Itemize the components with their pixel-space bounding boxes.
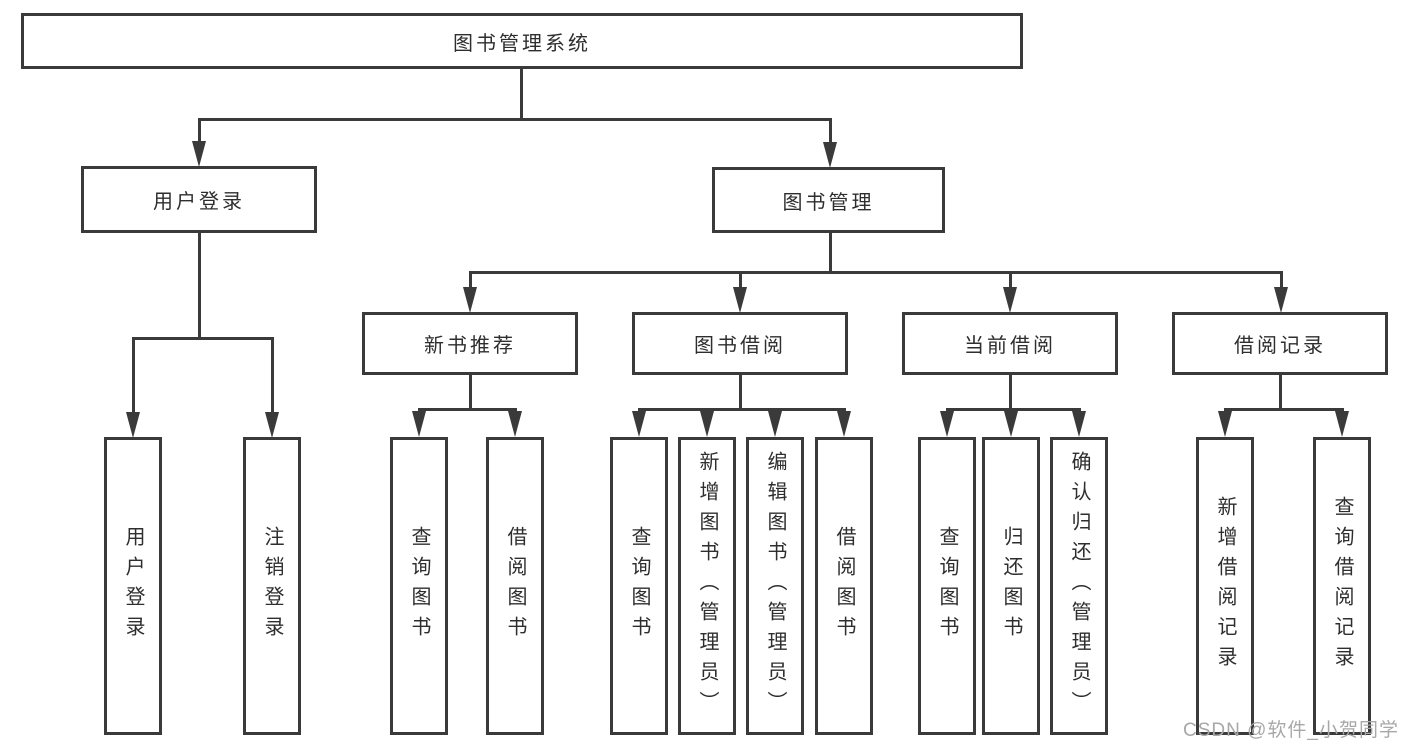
- node-book-management: 图书管理: [712, 167, 945, 233]
- arrow-down-add-book-admin-icon: [700, 411, 714, 437]
- connector-user-login-bar: [132, 337, 274, 340]
- leaf-query-borrow-record-label: 查询借阅记录: [1331, 496, 1353, 676]
- arrow-down-book-borrowing-icon: [733, 287, 747, 313]
- connector-borrowing-records-bar: [1224, 408, 1344, 411]
- node-new-book-recommend: 新书推荐: [362, 312, 578, 375]
- arrow-down-borrowing-records-icon: [1274, 287, 1288, 313]
- leaf-query-borrow-record: 查询借阅记录: [1313, 437, 1371, 735]
- node-borrowing-records-label: 借阅记录: [1234, 335, 1326, 357]
- leaf-add-borrow-record-label: 新增借阅记录: [1214, 496, 1236, 676]
- connector-user-login-stem: [198, 233, 201, 340]
- node-root: 图书管理系统: [21, 13, 1023, 69]
- connector-root-bar: [198, 118, 832, 121]
- leaf-query-books-borrowing: 查询图书: [610, 437, 668, 735]
- arrow-down-leaf-logout-icon: [265, 412, 279, 438]
- leaf-add-book-admin-label: 新增图书（管理员）: [696, 451, 718, 721]
- leaf-query-books-borrowing-label: 查询图书: [628, 526, 650, 646]
- arrow-down-book-management-icon: [823, 142, 837, 168]
- node-user-login: 用户登录: [81, 166, 317, 233]
- arrow-down-current-borrowing-icon: [1003, 287, 1017, 313]
- leaf-return-book-label: 归还图书: [1000, 526, 1022, 646]
- connector-current-borrowing-stem: [1009, 375, 1012, 411]
- connector-book-management-stem: [829, 233, 832, 274]
- connector-book-borrowing-stem: [739, 375, 742, 411]
- arrow-down-borrow-books-borrowing-icon: [837, 411, 851, 437]
- leaf-logout-label: 注销登录: [261, 526, 283, 646]
- node-current-borrowing: 当前借阅: [902, 312, 1118, 375]
- leaf-add-borrow-record: 新增借阅记录: [1196, 437, 1254, 735]
- arrow-down-edit-book-admin-icon: [768, 411, 782, 437]
- arrow-down-new-book-recommend-icon: [463, 287, 477, 313]
- leaf-borrow-books-recommend: 借阅图书: [486, 437, 544, 735]
- arrow-down-query-books-borrowing-icon: [632, 411, 646, 437]
- arrow-down-add-borrow-record-icon: [1218, 411, 1232, 437]
- connector-new-book-recommend-bar: [418, 408, 517, 411]
- connector-new-book-recommend-stem: [469, 375, 472, 411]
- connector-leaf-user-login-drop: [132, 337, 135, 415]
- connector-book-management-bar: [469, 271, 1283, 274]
- arrow-down-query-books-current-icon: [940, 411, 954, 437]
- connector-current-borrowing-bar: [946, 408, 1081, 411]
- arrow-down-query-borrow-record-icon: [1335, 411, 1349, 437]
- leaf-query-books-current-label: 查询图书: [936, 526, 958, 646]
- connector-user-login-drop: [198, 118, 201, 144]
- connector-leaf-logout-drop: [271, 337, 274, 415]
- leaf-user-login: 用户登录: [104, 437, 162, 735]
- leaf-query-books-recommend: 查询图书: [390, 437, 448, 735]
- leaf-borrow-books-recommend-label: 借阅图书: [504, 526, 526, 646]
- connector-borrowing-records-drop: [1280, 271, 1283, 289]
- arrow-down-leaf-user-login-icon: [126, 412, 140, 438]
- node-root-label: 图书管理系统: [453, 32, 591, 55]
- leaf-query-books-recommend-label: 查询图书: [408, 526, 430, 646]
- leaf-edit-book-admin: 编辑图书（管理员）: [746, 437, 804, 735]
- connector-book-management-drop: [829, 118, 832, 144]
- leaf-borrow-books-borrowing: 借阅图书: [815, 437, 873, 735]
- node-new-book-recommend-label: 新书推荐: [424, 335, 516, 357]
- arrow-down-confirm-return-admin-icon: [1072, 411, 1086, 437]
- leaf-return-book: 归还图书: [982, 437, 1040, 735]
- node-borrowing-records: 借阅记录: [1172, 312, 1388, 375]
- node-user-login-label: 用户登录: [153, 191, 245, 213]
- connector-borrowing-records-stem: [1279, 375, 1282, 411]
- leaf-confirm-return-admin-label: 确认归还（管理员）: [1068, 451, 1090, 721]
- arrow-down-return-book-icon: [1004, 411, 1018, 437]
- connector-book-borrowing-drop: [739, 271, 742, 289]
- arrow-down-query-books-recommend-icon: [412, 411, 426, 437]
- leaf-borrow-books-borrowing-label: 借阅图书: [833, 526, 855, 646]
- connector-book-borrowing-bar: [638, 408, 846, 411]
- node-book-management-label: 图书管理: [782, 191, 875, 214]
- node-current-borrowing-label: 当前借阅: [964, 335, 1056, 357]
- connector-current-borrowing-drop: [1009, 271, 1012, 289]
- arrow-down-borrow-books-recommend-icon: [508, 411, 522, 437]
- leaf-add-book-admin: 新增图书（管理员）: [678, 437, 736, 735]
- watermark: CSDN @软件_小贺同学: [1183, 720, 1399, 741]
- node-book-borrowing: 图书借阅: [632, 312, 848, 375]
- connector-new-book-recommend-drop: [469, 271, 472, 289]
- connector-root-stem: [520, 69, 523, 121]
- arrow-down-user-login-icon: [192, 141, 206, 167]
- leaf-user-login-label: 用户登录: [122, 526, 144, 646]
- leaf-confirm-return-admin: 确认归还（管理员）: [1050, 437, 1108, 735]
- node-book-borrowing-label: 图书借阅: [694, 335, 786, 357]
- leaf-logout: 注销登录: [243, 437, 301, 735]
- leaf-edit-book-admin-label: 编辑图书（管理员）: [764, 451, 786, 721]
- leaf-query-books-current: 查询图书: [918, 437, 976, 735]
